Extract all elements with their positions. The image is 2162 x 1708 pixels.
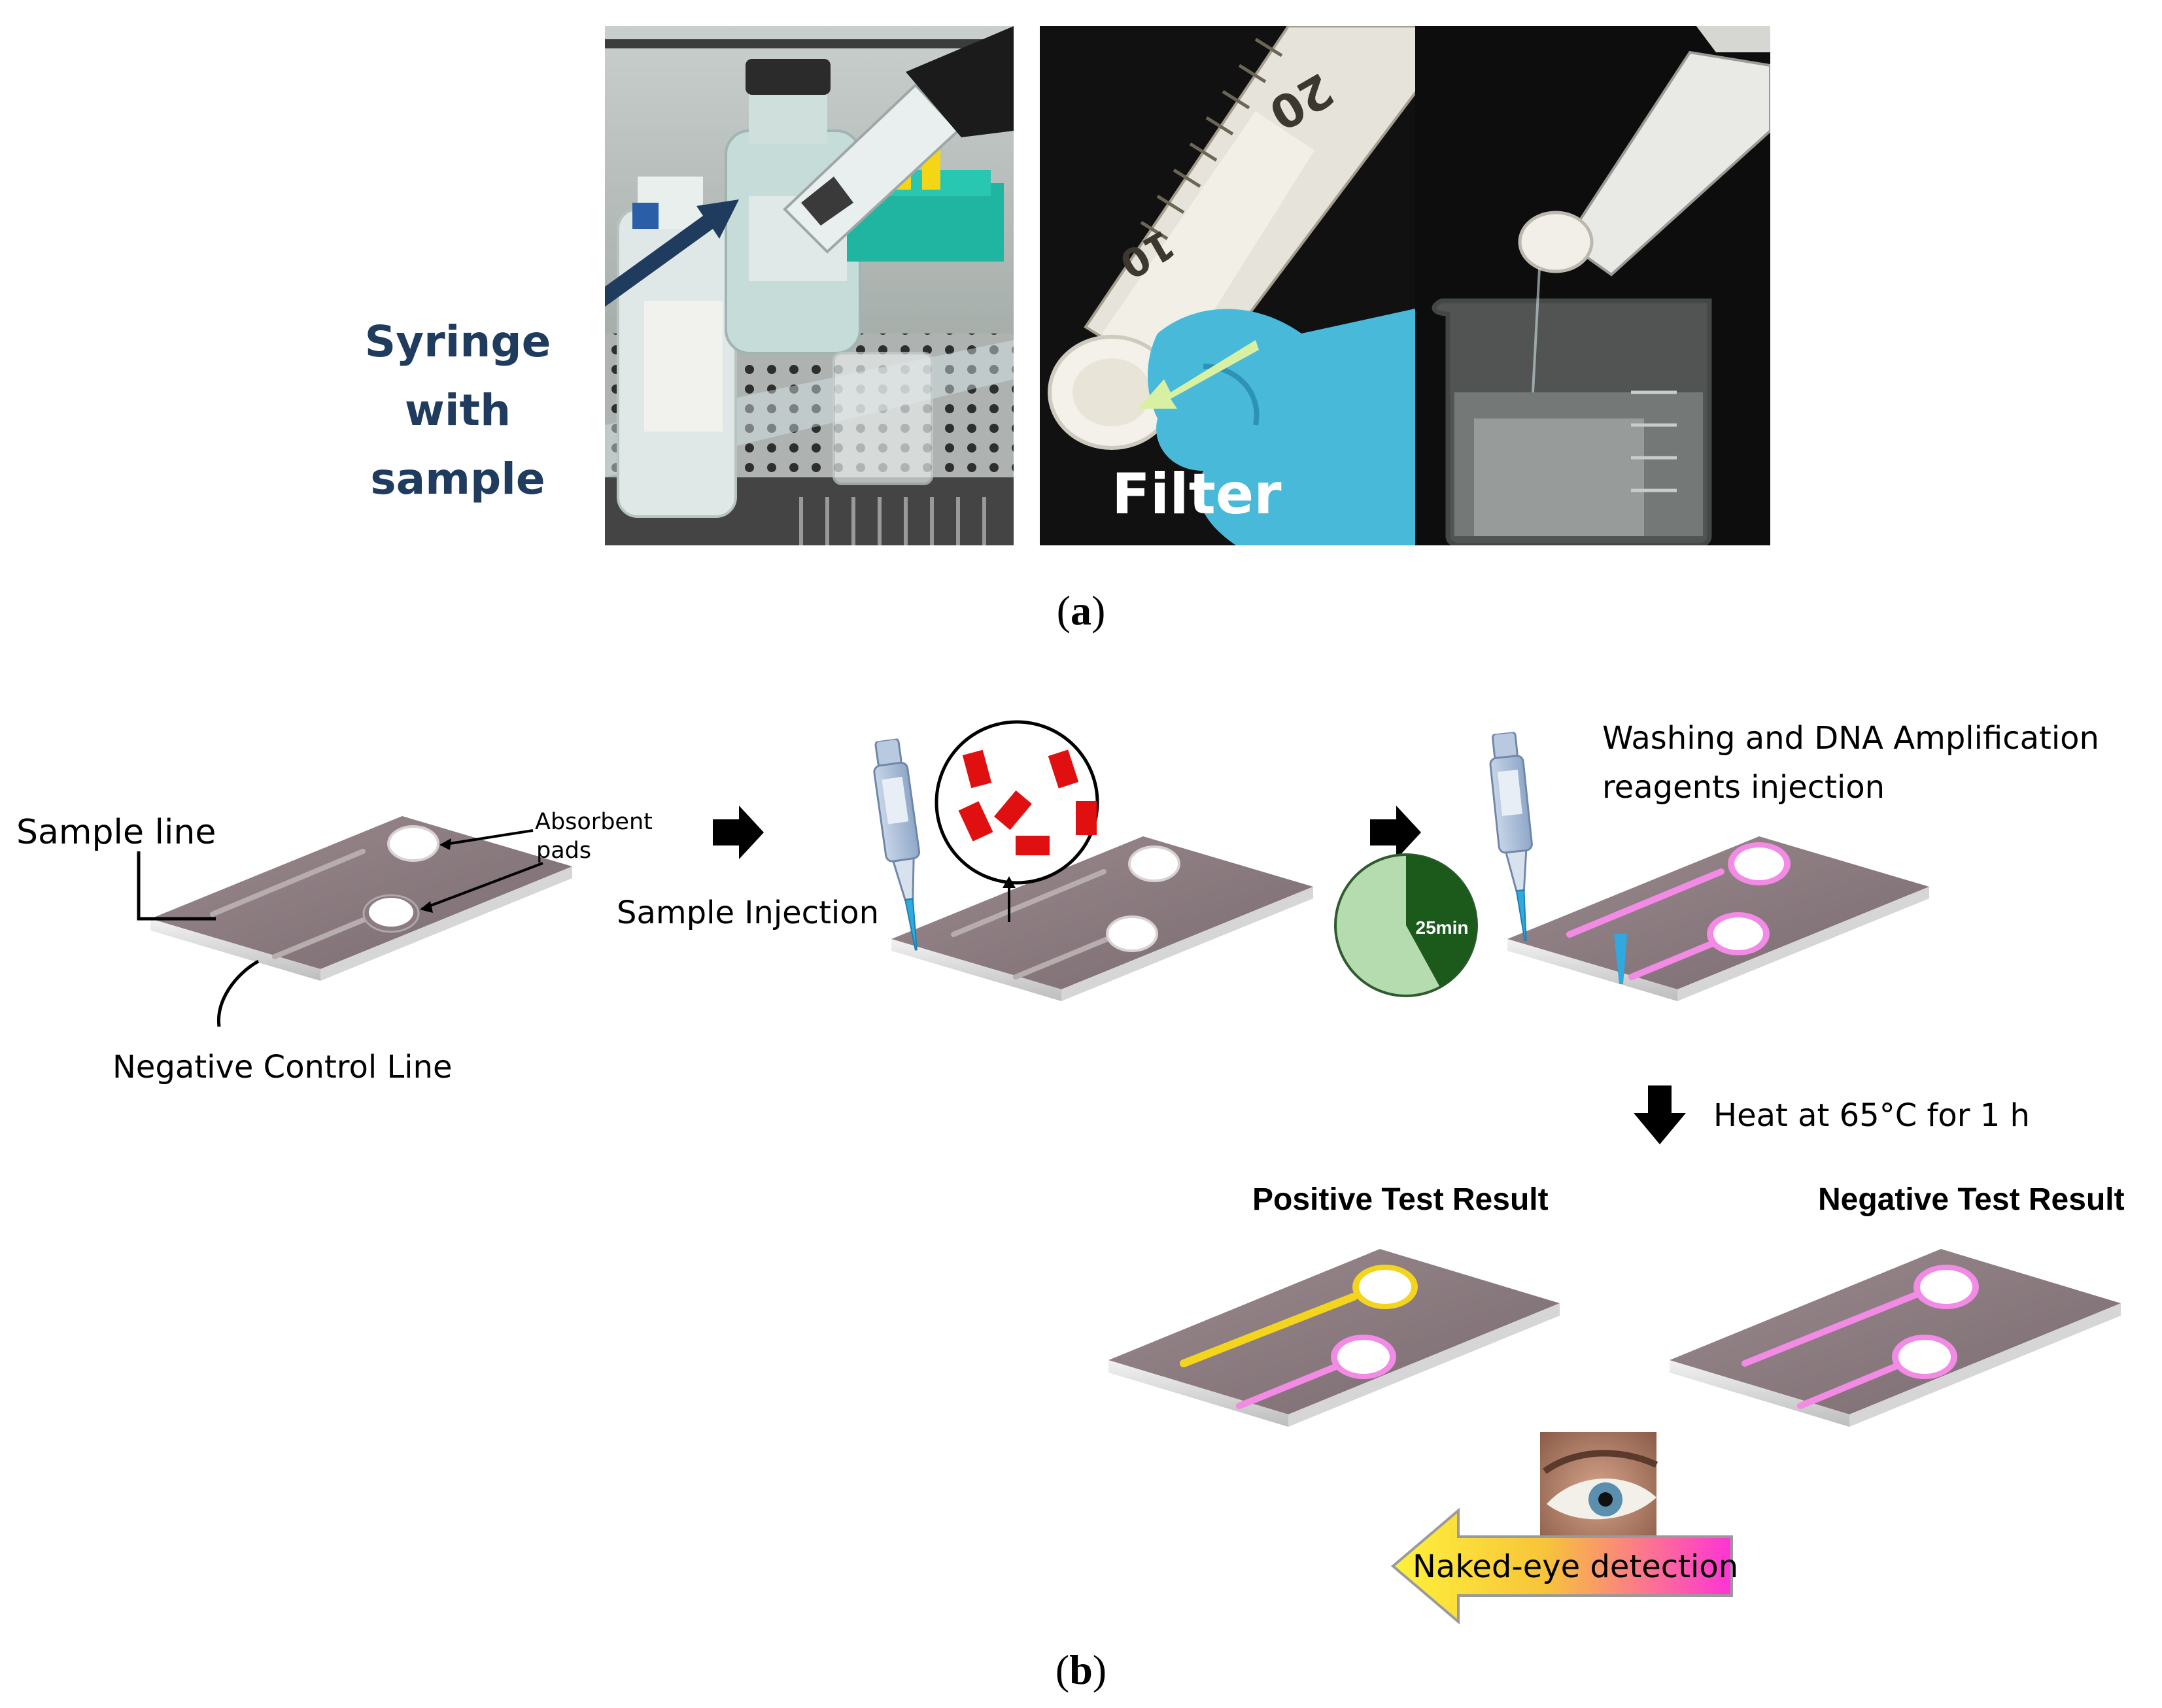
photo-beaker <box>1415 26 1770 545</box>
syringe-label-line-3: sample <box>370 454 545 504</box>
step-arrow-2 <box>1370 806 1421 859</box>
negative-result-label: Negative Test Result <box>1818 1182 2125 1217</box>
caption-b: (b) <box>1055 1647 1107 1693</box>
pipette-2 <box>1486 730 1543 944</box>
washing-label-line-2: reagents injection <box>1602 769 1885 806</box>
syringe-label-line-2: with <box>405 385 511 436</box>
absorbent-arrowhead-2 <box>420 901 433 913</box>
positive-result-label: Positive Test Result <box>1252 1182 1549 1217</box>
sample-line-label: Sample line <box>16 813 216 852</box>
naked-eye-arrow <box>1390 1507 1733 1625</box>
step-arrow-down <box>1634 1085 1686 1144</box>
chip-sample-injection <box>891 836 1313 1001</box>
negative-control-line-label: Negative Control Line <box>112 1049 452 1085</box>
photo-filter: 20 10 Filter <box>1040 26 1421 545</box>
naked-eye-label: Naked-eye detection <box>1413 1548 1738 1585</box>
photo-cabinet <box>605 26 1014 545</box>
negative-control-pointer <box>216 959 260 1027</box>
sample-injection-label: Sample Injection <box>617 895 879 931</box>
syringe-with-sample-label: Syringe with sample <box>365 316 551 504</box>
magnify-arrowhead <box>1003 876 1016 888</box>
washing-label-line-1: Washing and DNA Amplification <box>1602 720 2099 757</box>
absorbent-label-1: Absorbent <box>535 809 653 835</box>
pipette-1 <box>868 736 934 953</box>
absorbent-pointer-1 <box>441 829 534 846</box>
filter-label: Filter <box>1112 462 1282 527</box>
absorbent-arrowhead-1 <box>439 838 451 850</box>
eye-image <box>1540 1432 1658 1551</box>
absorbent-label-2: pads <box>536 838 591 864</box>
chip-positive <box>1108 1249 1560 1427</box>
absorbent-pointer-2 <box>421 862 543 910</box>
syringe-label-line-1: Syringe <box>365 316 551 367</box>
pipette-tip-2 <box>1614 934 1627 984</box>
caption-a: (a) <box>1057 587 1106 634</box>
timer-25min: 25min <box>1334 853 1478 997</box>
chip-washing <box>1507 836 1929 1001</box>
sample-line-bracket <box>137 851 216 921</box>
timer-label: 25min <box>1416 917 1469 938</box>
sample-particles <box>958 749 1097 855</box>
chip-empty <box>150 816 572 981</box>
step-arrow-1 <box>713 806 764 859</box>
heat-label: Heat at 65°C for 1 h <box>1713 1097 2030 1134</box>
chip-negative <box>1670 1249 2121 1427</box>
